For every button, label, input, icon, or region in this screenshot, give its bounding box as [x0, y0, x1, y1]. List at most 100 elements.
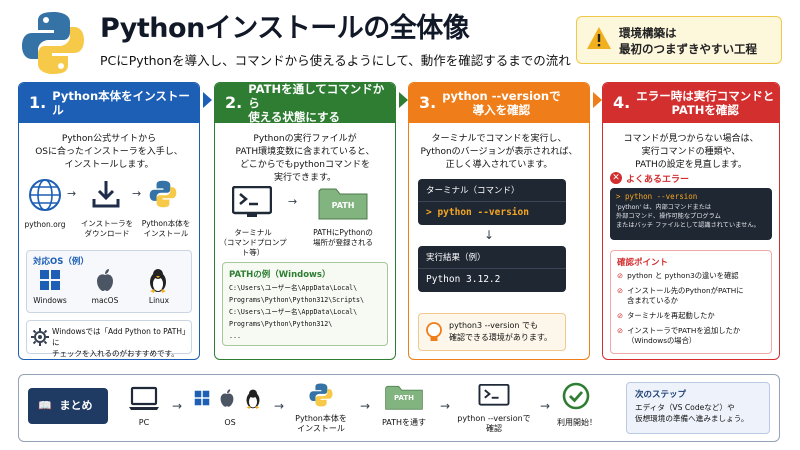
step1-description: Python公式サイトから OSに合ったインストーラを入手し、 インストールしま…	[35, 134, 183, 170]
check-text: python と python3の違いを確認	[627, 271, 739, 280]
path-example-box: PATHの例（Windows） C:\Users\ユーザー名\AppData\L…	[222, 262, 388, 346]
step4-title: エラー時は実行コマンドと PATHを確認	[636, 89, 775, 117]
next-step-title: 次のステップ	[635, 390, 687, 400]
linux-icon	[246, 389, 260, 409]
step3-header: 3. python --versionで 導入を確認	[409, 83, 589, 123]
step1-title: Python本体をインストール	[52, 89, 190, 117]
summary-version: python --versionで 確認	[457, 414, 531, 433]
os-icons	[194, 388, 264, 410]
step1-card: 1. Python本体をインストール Python公式サイトから OSに合ったイ…	[18, 82, 200, 360]
check-circle-icon: ⊘	[617, 326, 624, 335]
terminal-icon	[478, 384, 510, 406]
step1-number: 1.	[29, 93, 47, 112]
arrow-right-icon: →	[132, 187, 142, 200]
step4-header: 4. エラー時は実行コマンドと PATHを確認	[603, 83, 779, 123]
summary-install: Python本体を インストール	[295, 414, 347, 433]
error-icon: ✕	[610, 172, 622, 184]
arrow-right-icon: →	[288, 195, 298, 208]
tip-box: python3 --version でも 確認できる環境があります。	[418, 313, 566, 351]
path-line: ...	[229, 332, 241, 340]
path-folder-label: PATH	[394, 394, 414, 402]
check-text: インストール先のPythonがPATHに 含まれているか	[627, 286, 744, 305]
step2-number: 2.	[225, 93, 243, 112]
step2-path-label: PATHにPythonの 場所が登録される	[313, 228, 373, 247]
check-circle-icon: ⊘	[617, 286, 624, 295]
step3-description: ターミナルでコマンドを実行し、 Pythonのバージョンが表示されれば、 正しく…	[420, 134, 578, 170]
result-text: Python 3.12.2	[426, 274, 501, 285]
step1-note: Windowsでは「Add Python to PATH」に チェックを入れるの…	[52, 327, 190, 358]
step3-title: python --versionで 導入を確認	[442, 89, 561, 117]
step1-header: 1. Python本体をインストール	[19, 83, 199, 123]
apple-icon	[220, 389, 234, 407]
step2-terminal-label: ターミナル （コマンドプロンプト等）	[219, 228, 287, 257]
step1-flow-install: Python本体を インストール	[141, 219, 191, 238]
page-title: Pythonインストールの全体像	[100, 13, 470, 44]
summary-label-text: まとめ	[59, 399, 93, 412]
step1-flow-download: インストーラを ダウンロード	[80, 219, 134, 238]
apple-icon	[97, 269, 113, 291]
result-terminal: 実行結果（例） Python 3.12.2	[418, 246, 566, 292]
page-subtitle: PCにPythonを導入し、コマンドから使えるようにして、動作を確認するまでの流…	[100, 53, 571, 68]
check-item: ⊘ インストール先のPythonがPATHに 含まれているか	[617, 286, 767, 306]
python-logo-icon	[149, 180, 177, 208]
step-arrow-icon	[399, 92, 408, 108]
path-folder-label: PATH	[331, 201, 355, 210]
summary-path: PATHを通す	[381, 418, 427, 427]
warning-callout: 環境構築は 最初のつまずきやすい工程	[576, 16, 782, 64]
step3-tip: python3 --version でも 確認できる環境があります。	[449, 321, 553, 342]
python-logo-icon	[22, 12, 84, 74]
warning-icon	[587, 27, 611, 49]
step2-header: 2. PATHを通してコマンドから 使える状態にする	[215, 82, 395, 124]
warning-line2: 最初のつまずきやすい工程	[619, 42, 757, 56]
check-circle-icon	[562, 382, 590, 410]
check-points-box: 確認ポイント ⊘ python と python3の違いを確認 ⊘ インストール…	[610, 250, 772, 354]
book-icon: 📖	[38, 399, 52, 412]
step-arrow-icon	[203, 92, 212, 108]
summary-start: 利用開始！	[557, 418, 597, 427]
step4-number: 4.	[613, 93, 631, 112]
path-example-title: PATHの例（Windows）	[229, 270, 331, 280]
laptop-icon	[129, 386, 159, 410]
os-macos-label: macOS	[91, 296, 119, 305]
summary-pc: PC	[138, 418, 150, 427]
path-folder-icon: PATH	[384, 384, 424, 410]
path-folder-icon: PATH	[318, 186, 368, 220]
lightbulb-icon	[426, 322, 442, 341]
globe-icon	[29, 179, 61, 211]
path-line: Programs\Python\Python312\	[229, 320, 333, 328]
python-logo-icon	[309, 383, 333, 407]
step4-description: コマンドが見つからない場合は、 実行コマンドの種類や、 PATHの設定を見直しま…	[623, 134, 759, 170]
check-item: ⊘ インストーラでPATHを追加したか （Windowsの場合）	[617, 326, 767, 346]
os-windows-label: Windows	[33, 296, 67, 305]
check-circle-icon: ⊘	[617, 311, 624, 320]
os-title: 対応OS（例）	[33, 257, 89, 267]
arrow-down-icon: ↓	[484, 228, 495, 242]
arrow-right-icon: →	[172, 399, 183, 413]
check-item: ⊘ python と python3の違いを確認	[617, 271, 767, 281]
step3-number: 3.	[419, 93, 437, 112]
next-step-text: エディタ（VS Codeなど）や 仮想環境の準備へ進みましょう。	[635, 403, 749, 423]
arrow-right-icon: →	[67, 187, 77, 200]
check-circle-icon: ⊘	[617, 271, 624, 280]
step2-description: Pythonの実行ファイルが PATH環境変数に含まれていると、 どこからでもp…	[235, 134, 375, 183]
windows-icon	[194, 390, 210, 406]
linux-icon	[150, 269, 166, 293]
arrow-right-icon: →	[440, 399, 451, 413]
summary-os: OS	[224, 418, 236, 427]
command-terminal-title: ターミナル（コマンド）	[418, 179, 566, 202]
arrow-right-icon: →	[360, 399, 371, 413]
command-terminal: ターミナル（コマンド） > python --version	[418, 179, 566, 225]
error-title: よくあるエラー	[626, 175, 690, 185]
next-step-box: 次のステップ エディタ（VS Codeなど）や 仮想環境の準備へ進みましょう。	[626, 382, 770, 434]
path-line: C:\Users\ユーザー名\AppData\Local\	[229, 308, 358, 316]
step2-title: PATHを通してコマンドから 使える状態にする	[248, 82, 385, 124]
path-line: C:\Users\ユーザー名\AppData\Local\	[229, 284, 358, 292]
windows-icon	[40, 270, 60, 290]
summary-label: 📖 まとめ	[28, 388, 108, 424]
check-text: ターミナルを再起動したか	[627, 311, 715, 320]
os-linux-label: Linux	[148, 296, 170, 305]
result-terminal-title: 実行結果（例）	[418, 246, 566, 269]
check-text: インストーラでPATHを追加したか （Windowsの場合）	[627, 326, 741, 345]
error-message: 'python' は、内部コマンドまたは 外部コマンド、操作可能なプログラム ま…	[616, 204, 760, 229]
arrow-right-icon: →	[274, 399, 285, 413]
